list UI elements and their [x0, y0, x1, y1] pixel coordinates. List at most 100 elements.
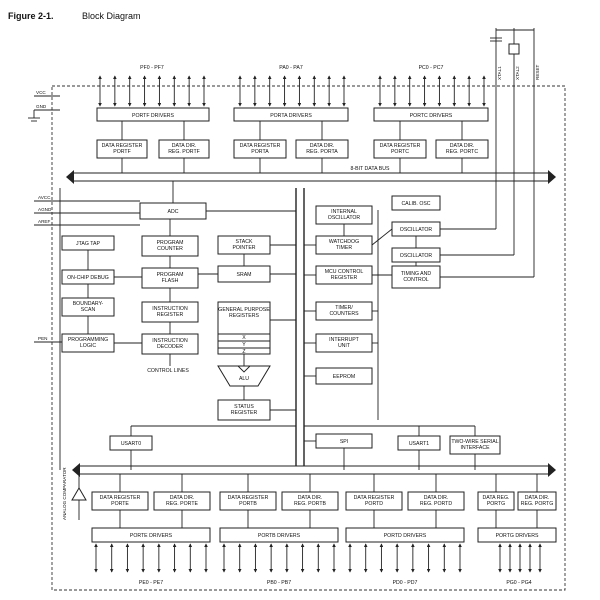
pin-arrows [348, 543, 462, 573]
adc-label: ADC [168, 209, 179, 215]
portc-dir-register-label: DATA DIR.REG. PORTC [446, 143, 478, 155]
usart0-label: USART0 [121, 441, 141, 447]
gpr-x-label: X [242, 335, 246, 341]
general-purpose-registers-block [217, 301, 271, 355]
data-bus-label: 8-BIT DATA BUS [351, 166, 390, 172]
portg-data-register-label: DATA REG.PORTG [483, 495, 510, 507]
pin-arrows [498, 543, 542, 573]
control-lines-label: CONTROL LINES [147, 368, 189, 374]
portb-drivers [219, 527, 339, 543]
portc-pins-label: PC0 - PC7 [419, 65, 444, 71]
portd-pins-label: PD0 - PD7 [393, 580, 418, 586]
xtal2-label: XTAL2 [515, 66, 520, 80]
figure-number: Figure 2-1. [8, 11, 54, 21]
usart1-label: USART1 [409, 441, 429, 447]
chip-boundary [51, 85, 566, 591]
portc-drivers [373, 107, 489, 122]
vcc-label: VCC [36, 90, 46, 95]
portb-drivers-label: PORTB DRIVERS [258, 533, 301, 539]
eeprom-label: EEPROM [333, 374, 355, 380]
clock-reset-pins: XTAL1 XTAL2 RESET [490, 28, 540, 86]
pin-arrows [238, 75, 346, 107]
port-g-group: DATA REG.PORTG DATA DIR.REG. PORTG PORTG… [477, 474, 557, 586]
porta-drivers-label: PORTA DRIVERS [270, 113, 312, 119]
gpr-y-label: Y [242, 342, 246, 348]
pen-label: PEN [38, 336, 47, 341]
figure-title: Block Diagram [82, 11, 141, 21]
porte-drivers [91, 527, 211, 543]
analog-comparator-symbol [71, 487, 87, 501]
portd-dir-register-label: DATA DIR.REG. PORTD [420, 495, 452, 507]
portb-pins-label: PB0 - PB7 [267, 580, 291, 586]
on-chip-debug-label: ON-CHIP DEBUG [67, 275, 109, 281]
pin-arrows [94, 543, 208, 573]
aref-label: AREF [38, 219, 50, 224]
boundary-scan-label: BOUNDARY-SCAN [73, 301, 104, 313]
analog-pins: AVCC AGND AREF [34, 195, 140, 226]
jtag-tap-label: JTAG TAP [76, 241, 100, 247]
porte-pins-label: PE0 - PE7 [139, 580, 163, 586]
power-pins: VCC GND [28, 90, 60, 122]
portg-dir-register-label: DATA DIR.REG. PORTG [521, 495, 553, 507]
agnd-label: AGND [38, 207, 52, 212]
porta-drivers [233, 107, 349, 122]
pin-arrows [222, 543, 336, 573]
alu-label: ALU [239, 376, 249, 382]
xtal1-label: XTAL1 [497, 66, 502, 80]
portg-drivers-label: PORTG DRIVERS [496, 533, 539, 539]
sram-label: SRAM [237, 272, 252, 278]
portf-drivers-label: PORTF DRIVERS [132, 113, 175, 119]
gpr-z-label: Z [242, 349, 245, 355]
portc-drivers-label: PORTC DRIVERS [410, 113, 453, 119]
portf-pins-label: PF0 - PF7 [140, 65, 164, 71]
alu-block [217, 365, 271, 387]
data-bus-top: 8-BIT DATA BUS [66, 121, 556, 184]
oscillator-1-label: OSCILLATOR [400, 227, 433, 233]
avcc-label: AVCC [38, 195, 51, 200]
porta-pins-label: PA0 - PA7 [279, 65, 303, 71]
portg-pins-label: PG0 - PG4 [506, 580, 531, 586]
oscillator-2-label: OSCILLATOR [400, 253, 433, 259]
calib-osc-block [391, 195, 441, 211]
portg-drivers [477, 527, 557, 543]
portf-dir-register-label: DATA DIR.REG. PORTF [168, 143, 200, 155]
spi-label: SPI [340, 439, 348, 445]
gnd-label: GND [36, 104, 47, 109]
portd-drivers-label: PORTD DRIVERS [384, 533, 427, 539]
timer-counters-label: TIMER/COUNTERS [329, 305, 359, 317]
portd-drivers [345, 527, 465, 543]
portb-dir-register-label: DATA DIR.REG. PORTB [294, 495, 326, 507]
porte-dir-register-label: DATA DIR.REG. PORTE [166, 495, 198, 507]
porte-drivers-label: PORTE DRIVERS [130, 533, 173, 539]
pin-arrows [98, 75, 206, 107]
pin-arrows [378, 75, 486, 107]
reset-label: RESET [535, 64, 540, 80]
portf-drivers [96, 107, 210, 122]
